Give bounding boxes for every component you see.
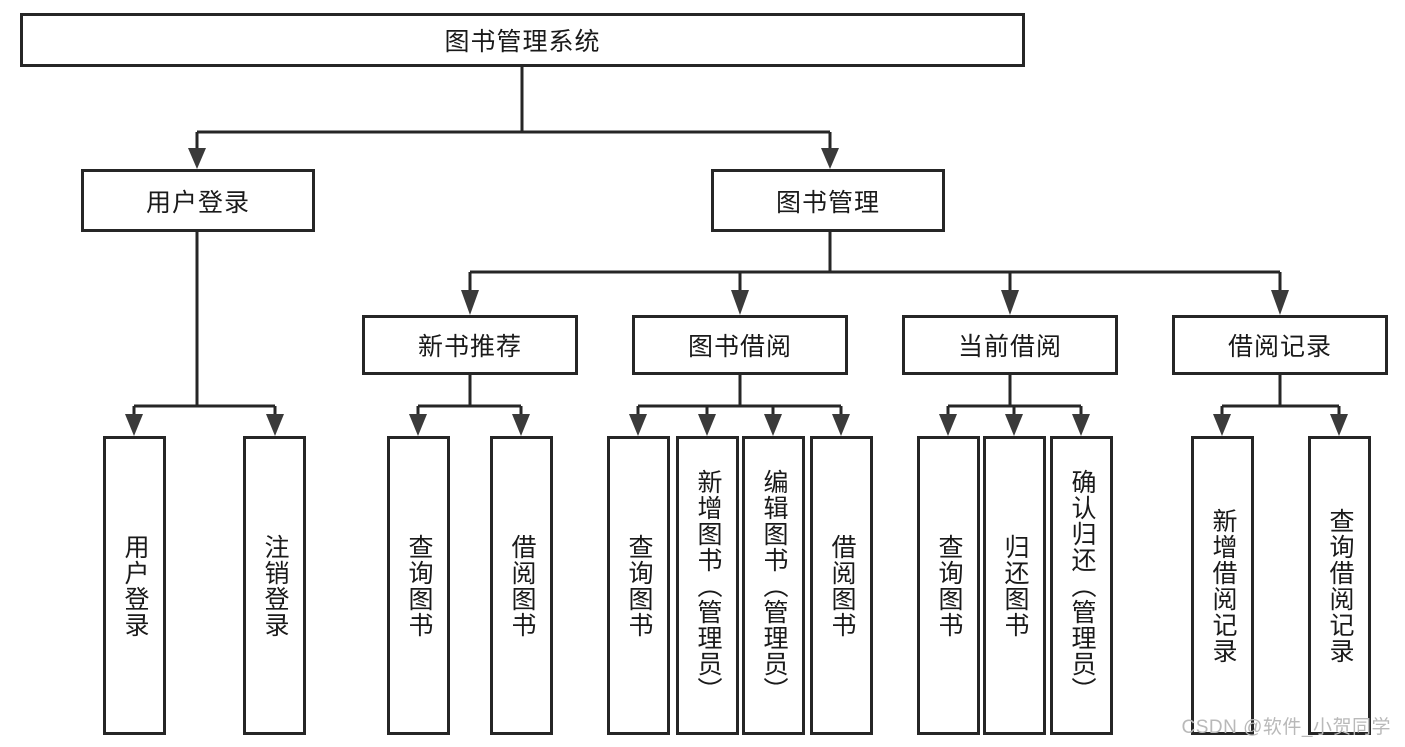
leaf-borrow-book-borrow-label-wrap: 借阅图书 [813, 439, 870, 732]
node-new-book-recommend[interactable]: 新书推荐 [362, 315, 578, 375]
leaf-confirm-return-admin-label-wrap: 确认归还（管理员） [1053, 439, 1110, 732]
arrow-head-leaf-borrow-book-1 [512, 414, 530, 436]
node-book-management-label: 图书管理 [775, 188, 880, 217]
leaf-add-book-admin[interactable]: 新增图书（管理员） [676, 436, 739, 735]
leaf-confirm-return-admin-label: 确认归还（管理员） [1068, 468, 1096, 703]
csdn-watermark: CSDN @软件_小贺同学 [1181, 717, 1391, 738]
arrow-head-book-borrow [731, 290, 749, 315]
leaf-add-book-admin-label: 新增图书（管理员） [694, 468, 722, 703]
leaf-edit-book-admin-label-wrap: 编辑图书（管理员） [745, 439, 802, 732]
node-current-borrow[interactable]: 当前借阅 [902, 315, 1118, 375]
leaf-query-book-borrow[interactable]: 查询图书 [607, 436, 670, 735]
node-borrow-record[interactable]: 借阅记录 [1172, 315, 1388, 375]
node-new-book-recommend-label: 新书推荐 [417, 333, 522, 361]
node-book-management[interactable]: 图书管理 [711, 169, 945, 232]
node-borrow-record-label: 借阅记录 [1227, 333, 1332, 361]
leaf-edit-book-admin[interactable]: 编辑图书（管理员） [742, 436, 805, 735]
leaf-query-book-current[interactable]: 查询图书 [917, 436, 980, 735]
arrow-head-leaf-confirm-return [1072, 414, 1090, 436]
leaf-query-borrow-record-label-wrap: 查询借阅记录 [1311, 439, 1368, 732]
arrow-head-leaf-borrow-book-2 [832, 414, 850, 436]
leaf-query-book-current-label-wrap: 查询图书 [920, 439, 977, 732]
leaf-query-book-borrow-label: 查询图书 [625, 533, 653, 638]
arrow-head-borrow-record [1271, 290, 1289, 315]
arrow-head-leaf-query-book-3 [939, 414, 957, 436]
leaf-return-book-label-wrap: 归还图书 [986, 439, 1043, 732]
arrow-head-book-mgmt [821, 148, 839, 169]
leaf-confirm-return-admin[interactable]: 确认归还（管理员） [1050, 436, 1113, 735]
arrow-head-leaf-query-book-1 [409, 414, 427, 436]
arrow-head-leaf-add-book [698, 414, 716, 436]
leaf-borrow-book-newbook-label-wrap: 借阅图书 [493, 439, 550, 732]
leaf-borrow-book-newbook-label: 借阅图书 [508, 533, 536, 638]
leaf-query-borrow-record[interactable]: 查询借阅记录 [1308, 436, 1371, 735]
leaf-borrow-book-newbook[interactable]: 借阅图书 [490, 436, 553, 735]
arrow-head-leaf-logout [266, 414, 284, 436]
node-book-borrow[interactable]: 图书借阅 [632, 315, 848, 375]
leaf-user-login[interactable]: 用户登录 [103, 436, 166, 735]
leaf-add-book-admin-label-wrap: 新增图书（管理员） [679, 439, 736, 732]
leaf-user-login-label-wrap: 用户登录 [106, 439, 163, 732]
node-book-borrow-label: 图书借阅 [687, 333, 792, 361]
leaf-query-book-current-label: 查询图书 [935, 533, 963, 638]
arrow-head-leaf-query-record [1330, 414, 1348, 436]
leaf-return-book[interactable]: 归还图书 [983, 436, 1046, 735]
arrow-head-current-borrow [1001, 290, 1019, 315]
arrow-head-user-login [188, 148, 206, 169]
leaf-borrow-book-borrow-label: 借阅图书 [828, 533, 856, 638]
leaf-edit-book-admin-label: 编辑图书（管理员） [760, 468, 788, 703]
arrow-head-leaf-query-book-2 [629, 414, 647, 436]
leaf-logout-label: 注销登录 [261, 533, 289, 638]
leaf-user-login-label: 用户登录 [121, 533, 149, 638]
node-user-login-label: 用户登录 [145, 188, 250, 217]
node-root-system[interactable]: 图书管理系统 [20, 13, 1025, 67]
leaf-borrow-book-borrow[interactable]: 借阅图书 [810, 436, 873, 735]
leaf-logout[interactable]: 注销登录 [243, 436, 306, 735]
arrow-head-leaf-return-book [1005, 414, 1023, 436]
leaf-add-borrow-record-label-wrap: 新增借阅记录 [1194, 439, 1251, 732]
arrow-head-leaf-add-record [1213, 414, 1231, 436]
leaf-add-borrow-record[interactable]: 新增借阅记录 [1191, 436, 1254, 735]
arrow-head-leaf-edit-book [764, 414, 782, 436]
leaf-query-book-newbook[interactable]: 查询图书 [387, 436, 450, 735]
node-root-system-label: 图书管理系统 [444, 28, 601, 56]
leaf-query-book-borrow-label-wrap: 查询图书 [610, 439, 667, 732]
leaf-query-book-newbook-label: 查询图书 [405, 533, 433, 638]
node-current-borrow-label: 当前借阅 [957, 333, 1062, 361]
arrow-head-new-book-rec [461, 290, 479, 315]
leaf-query-borrow-record-label: 查询借阅记录 [1326, 507, 1354, 664]
leaf-logout-label-wrap: 注销登录 [246, 439, 303, 732]
leaf-add-borrow-record-label: 新增借阅记录 [1209, 507, 1237, 664]
arrow-head-leaf-user-login [125, 414, 143, 436]
node-user-login[interactable]: 用户登录 [81, 169, 315, 232]
leaf-return-book-label: 归还图书 [1001, 533, 1029, 638]
leaf-query-book-newbook-label-wrap: 查询图书 [390, 439, 447, 732]
